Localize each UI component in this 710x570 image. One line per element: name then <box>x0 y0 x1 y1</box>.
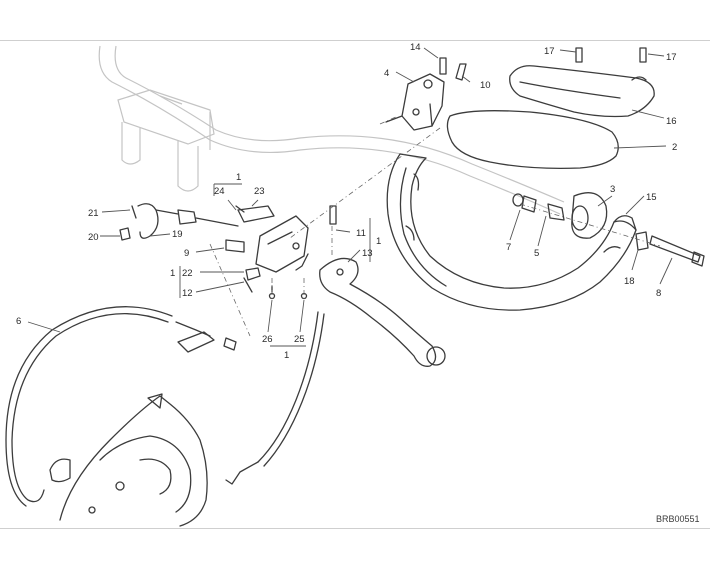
leader-lines <box>27 47 673 347</box>
callout-1-bottom: 1 <box>284 350 289 361</box>
callout-24: 24 <box>214 186 225 197</box>
screws-top <box>439 47 647 81</box>
callout-1-top: 1 <box>236 172 241 183</box>
frame-top-rule <box>0 40 710 41</box>
callout-9: 9 <box>184 248 189 259</box>
clutch-cable <box>5 306 325 507</box>
callout-11: 11 <box>356 228 366 239</box>
callout-8: 8 <box>656 288 661 299</box>
callout-5: 5 <box>534 248 539 259</box>
callout-17-left: 17 <box>544 46 555 57</box>
callout-10: 10 <box>480 80 491 91</box>
assembly-lines <box>209 115 661 337</box>
callout-labels: 1 24 23 21 20 19 9 1 22 12 11 1 13 6 26 … <box>16 42 700 524</box>
callout-7: 7 <box>506 242 511 253</box>
handguard-frame <box>386 153 637 311</box>
callout-6: 6 <box>16 316 21 327</box>
callout-26: 26 <box>262 334 273 345</box>
engine-case <box>49 393 208 527</box>
callout-13: 13 <box>362 248 373 259</box>
callout-22: 22 <box>182 268 193 279</box>
callout-25: 25 <box>294 334 305 345</box>
callout-4: 4 <box>384 68 389 79</box>
callout-20: 20 <box>88 232 99 243</box>
callout-12: 12 <box>182 288 193 299</box>
callout-18: 18 <box>624 276 635 287</box>
callout-21: 21 <box>88 208 99 219</box>
handguard-shell <box>446 110 619 170</box>
drawing-code: BRB00551 <box>656 514 700 524</box>
callout-1-left: 1 <box>170 268 175 279</box>
clutch-lever <box>319 257 446 367</box>
mounting-bracket <box>385 73 445 131</box>
callout-14: 14 <box>410 42 421 53</box>
callout-15: 15 <box>646 192 657 203</box>
counterweight-assembly <box>512 192 705 267</box>
callout-23: 23 <box>254 186 265 197</box>
frame-bottom-rule <box>0 528 710 529</box>
callout-1-right: 1 <box>376 236 381 247</box>
lever-bracket <box>255 205 337 273</box>
callout-3: 3 <box>610 184 615 195</box>
callout-16: 16 <box>666 116 677 127</box>
callout-19: 19 <box>172 229 183 240</box>
callout-2: 2 <box>672 142 677 153</box>
upper-deflector <box>509 65 655 118</box>
wire-harness <box>119 203 179 241</box>
callout-17-right: 17 <box>666 52 677 63</box>
handlebar-ghost <box>98 45 565 215</box>
